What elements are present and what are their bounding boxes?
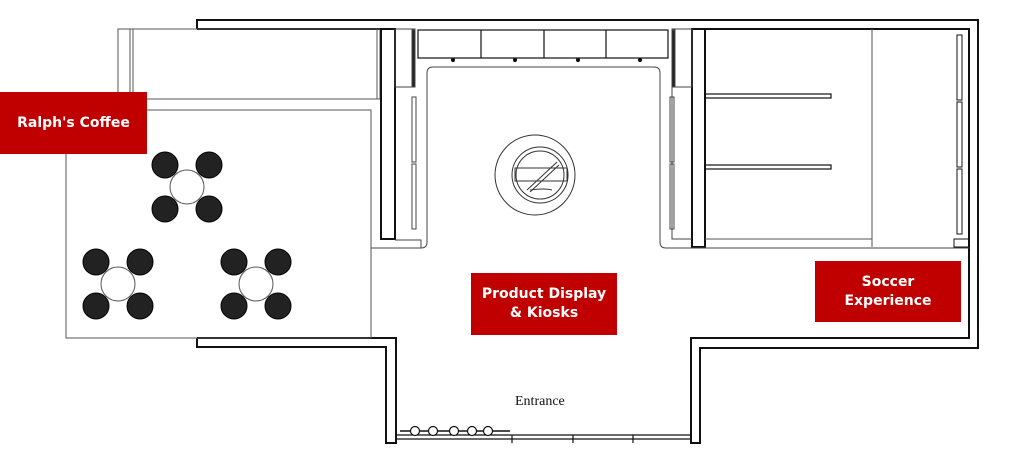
zone-name-line: Product Display — [481, 286, 607, 302]
wall-shelves — [371, 28, 693, 249]
product-floor-outline — [371, 66, 969, 249]
chair-icon — [220, 292, 248, 320]
zone-name-line: Experience — [844, 292, 932, 309]
chair-icon — [264, 248, 292, 276]
kiosk-icon — [494, 134, 576, 216]
display-cabinets — [417, 29, 669, 63]
outer-walls — [196, 19, 979, 444]
entrance-label: Entrance — [515, 394, 565, 409]
zone-label-product-display: Product Display & Kiosks — [471, 273, 617, 335]
zone-label-soccer-experience: Soccer Experience — [815, 261, 961, 322]
table-with-chairs — [151, 151, 223, 223]
chair-icon — [151, 195, 179, 223]
table-icon — [169, 169, 205, 205]
table-icon — [238, 266, 274, 302]
chair-icon — [151, 151, 179, 179]
zone-label-ralphs-coffee: Ralph's Coffee — [0, 92, 147, 154]
zone-name-line: Soccer — [861, 273, 915, 290]
chair-icon — [82, 248, 110, 276]
chair-icon — [82, 292, 110, 320]
table-with-chairs — [220, 248, 292, 320]
soccer-area — [704, 29, 970, 248]
entrance-doors — [396, 425, 691, 443]
chair-icon — [195, 151, 223, 179]
chair-icon — [264, 292, 292, 320]
table-with-chairs — [82, 248, 154, 320]
chair-icon — [126, 248, 154, 276]
partition-walls — [380, 28, 706, 248]
coffee-tables — [82, 151, 292, 320]
coffee-area — [65, 28, 381, 339]
chair-icon — [126, 292, 154, 320]
table-icon — [100, 266, 136, 302]
zone-name: Ralph's Coffee — [17, 114, 130, 131]
zone-name-line: & Kiosks — [509, 305, 579, 321]
chair-icon — [220, 248, 248, 276]
chair-icon — [195, 195, 223, 223]
